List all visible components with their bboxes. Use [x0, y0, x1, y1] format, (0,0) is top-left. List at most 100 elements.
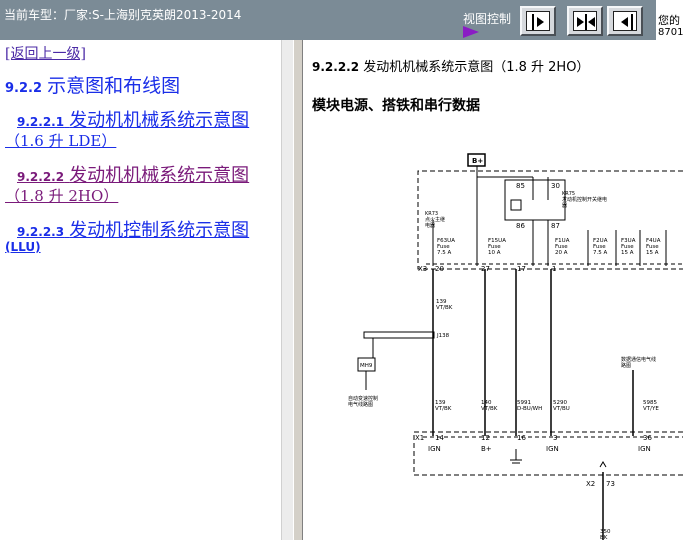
- fuse-name: F4UA: [646, 238, 661, 244]
- document-title-number: 9.2.2.2: [312, 60, 360, 74]
- x1-pin: 3: [553, 434, 557, 442]
- collapse-left-button[interactable]: [607, 6, 643, 36]
- wire-circuit-label: 139: [435, 400, 446, 406]
- nav-link-number: 9.2.2.2: [17, 170, 65, 184]
- top-toolbar: 当前车型：厂家:S-上海别克英朗2013-2014 视图控制 您的 8701: [0, 0, 683, 40]
- mh9-desc: 自动变速控制: [348, 395, 378, 402]
- nav-link-9-2-2-3-subtitle[interactable]: (LLU): [5, 240, 41, 254]
- x1-pin: 16: [517, 434, 526, 442]
- x3-pin: 27: [481, 265, 490, 273]
- nav-link-9-2-2-1-subtitle[interactable]: （1.6 升 LDE）: [5, 132, 117, 150]
- x1-pin-name: B+: [481, 445, 492, 453]
- nav-link-title: 发动机控制系统示意图: [69, 220, 250, 241]
- bplus-label: B+: [472, 157, 483, 165]
- fuse-rating: 20 A: [555, 250, 568, 256]
- wire-color-label: VT/BK: [481, 406, 498, 412]
- wire-circuit-label: 140: [481, 400, 492, 406]
- wire-circuit-label: 5991: [517, 400, 531, 406]
- serial-data-desc: 路图: [621, 362, 631, 369]
- x1-pin-name: IGN: [638, 445, 651, 453]
- fuse-rating: 10 A: [488, 250, 501, 256]
- navigation-pane: [返回上一级] 9.2.2 示意图和布线图 9.2.2.1 发动机机械系统示意图…: [0, 40, 281, 540]
- serial-data-desc: 数据通信电气线: [621, 356, 656, 363]
- x1-pin: 36: [643, 434, 652, 442]
- current-vehicle-label: 当前车型：厂家:S-上海别克英朗2013-2014: [4, 8, 242, 22]
- split-arrows-icon: [577, 14, 595, 30]
- view-control-label: 视图控制: [463, 12, 512, 26]
- relay-desc: 器: [562, 203, 567, 209]
- fuse-rating: 15 A: [621, 250, 634, 256]
- navigation-scrollbar[interactable]: [281, 40, 293, 540]
- ignition-relay-id: KR73: [425, 211, 438, 217]
- fuse-label: Fuse: [555, 244, 568, 250]
- document-title: 9.2.2.2 发动机机械系统示意图（1.8 升 2HO）: [312, 56, 589, 75]
- user-info: 您的 8701: [656, 0, 683, 40]
- split-view-button[interactable]: [567, 6, 603, 36]
- x1-pin-name: IGN: [546, 445, 559, 453]
- fuse-rating: 7.5 A: [593, 250, 607, 256]
- relay-kr75-box: [504, 179, 566, 221]
- fuse-rating: 15 A: [646, 250, 659, 256]
- nav-link-title: 发动机机械系统示意图: [69, 110, 250, 131]
- relay-pin: 30: [551, 182, 560, 190]
- relay-id: KR75: [562, 191, 575, 197]
- splice-j138: [363, 331, 435, 339]
- ecm-connector-outline: [413, 431, 683, 476]
- nav-link-number: 9.2.2.3: [17, 225, 65, 239]
- fuse-name: F15UA: [488, 238, 506, 244]
- document-title-text: 发动机机械系统示意图（1.8 升 2HO）: [363, 60, 590, 75]
- fuse-label: Fuse: [593, 244, 606, 250]
- relay-pin: 86: [516, 222, 525, 230]
- x1-pin: 12: [481, 434, 490, 442]
- fuse-block-outline: [417, 170, 683, 270]
- nav-link-9-2-2-3[interactable]: 9.2.2.3 发动机控制系统示意图: [17, 216, 249, 242]
- connector-x2-label: X2: [586, 480, 595, 488]
- back-link[interactable]: [返回上一级]: [5, 46, 86, 62]
- wire-color-label: VT/BU: [553, 406, 570, 412]
- ignition-relay-desc: 点火主继: [425, 216, 445, 223]
- section-title: 示意图和布线图: [47, 75, 181, 97]
- wire-circuit-label: 5985: [643, 400, 657, 406]
- x3-pin: 17: [517, 265, 526, 273]
- relay-pin: 85: [516, 182, 525, 190]
- wire-color-label: BK: [600, 535, 608, 540]
- user-info-line2: 8701: [658, 27, 683, 38]
- fuse-rating: 7.5 A: [437, 250, 451, 256]
- fuse-name: F63UA: [437, 238, 455, 244]
- wire-circuit-label: 350: [600, 529, 611, 535]
- section-number: 9.2.2: [5, 81, 43, 96]
- nav-link-9-2-2-2[interactable]: 9.2.2.2 发动机机械系统示意图: [17, 161, 249, 187]
- x3-pin: 1: [552, 265, 556, 273]
- nav-link-9-2-2-1[interactable]: 9.2.2.1 发动机机械系统示意图: [17, 106, 249, 132]
- wire-color-label: VT/BK: [435, 406, 452, 412]
- document-subtitle: 模块电源、搭铁和串行数据: [312, 98, 480, 114]
- wire-circuit-label: 139: [436, 299, 447, 305]
- mh9-label: MH9: [360, 363, 373, 369]
- x2-pin: 73: [606, 480, 615, 488]
- arrow-right-icon: [532, 14, 544, 30]
- fuse-label: Fuse: [488, 244, 501, 250]
- arrow-left-icon: [621, 14, 633, 30]
- expand-right-button[interactable]: [520, 6, 556, 36]
- fuse-name: F1UA: [555, 238, 570, 244]
- user-info-line1: 您的: [658, 14, 680, 27]
- connector-x3-label: X3: [418, 265, 427, 273]
- nav-link-9-2-2-2-subtitle[interactable]: （1.8 升 2HO）: [5, 187, 119, 205]
- nav-link-title: 发动机机械系统示意图: [69, 165, 250, 186]
- connector-x1-label: X1: [415, 434, 424, 442]
- fuse-label: Fuse: [621, 244, 634, 250]
- wire-color-label: VT/BK: [436, 305, 453, 311]
- fuse-name: F2UA: [593, 238, 608, 244]
- mh9-desc: 电气线路图: [348, 401, 373, 408]
- wire-circuit-label: 5290: [553, 400, 567, 406]
- arrow-right-icon: [463, 26, 479, 38]
- section-heading: 9.2.2 示意图和布线图: [5, 71, 180, 98]
- wire-color-label: D-BU/WH: [517, 406, 542, 412]
- relay-pin: 87: [551, 222, 560, 230]
- ignition-relay-desc: 电器: [425, 222, 435, 229]
- relay-desc: 发动机控制开关继电: [562, 196, 607, 203]
- pane-splitter[interactable]: [293, 40, 303, 540]
- fuse-name: F3UA: [621, 238, 636, 244]
- fuse-label: Fuse: [646, 244, 659, 250]
- relay-coil: [510, 199, 522, 211]
